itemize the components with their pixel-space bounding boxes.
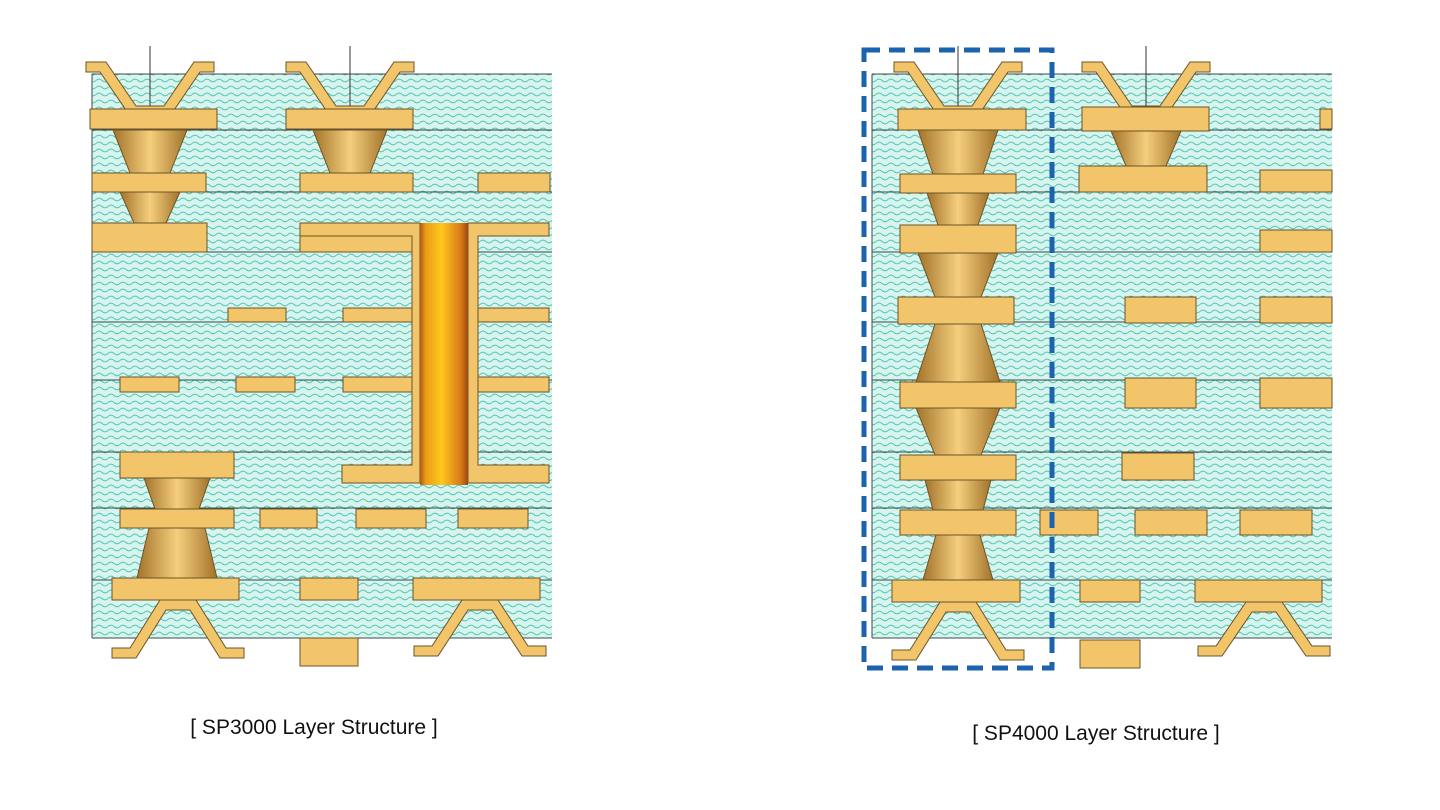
copper-pad [477,307,550,323]
copper-pad [342,307,413,323]
copper-pad [477,172,551,193]
surface-via-cup [891,601,1025,661]
copper-pad [355,508,427,529]
copper-pad [1259,377,1333,409]
surface-via-cup [413,599,547,657]
copper-pad [111,577,240,601]
copper-pad [1194,579,1323,603]
copper-pad [1259,229,1333,253]
copper-pad [899,173,1017,194]
copper-pad [1081,106,1210,132]
microvia [136,527,218,579]
copper-pad [342,376,413,393]
copper-pad [91,172,207,193]
copper-pad [899,381,1017,409]
copper-pad [119,508,235,529]
copper-pad [89,108,218,130]
copper-pad [119,376,180,393]
copper-pad [1121,452,1195,481]
surface-via-cup [893,61,1023,117]
copper-pad [119,451,235,479]
copper-pad [1039,509,1099,536]
copper-pad [477,376,550,393]
copper-pad [897,296,1015,325]
copper-pad [899,454,1017,481]
copper-pad [899,509,1017,536]
microvia [143,477,211,510]
microvia [1110,130,1182,167]
sp4000-caption: [ SP4000 Layer Structure ] [972,722,1220,745]
copper-pad [891,579,1021,603]
copper-pad [1319,108,1333,130]
copper-pad [1259,296,1333,324]
sp3000-layer-structure [85,46,552,667]
copper-pad [897,108,1027,131]
sp4000-layer-structure [861,46,1333,671]
copper-pad [91,222,208,253]
surface-via-cup [1081,61,1211,117]
through-hole-barrel [420,223,468,485]
copper-pad [1079,579,1141,603]
copper-pad [235,376,296,393]
copper-pad [299,577,359,601]
surface-via-cup [285,61,415,117]
copper-pad [1259,169,1333,193]
sp3000-caption: [ SP3000 Layer Structure ] [190,716,438,739]
copper-pad [457,508,529,529]
copper-pad [285,108,414,130]
copper-pad [1134,509,1208,536]
surface-via-cup [1197,601,1331,657]
copper-pad [1079,639,1141,669]
surface-via-cup [85,61,215,117]
copper-pad [299,172,414,193]
copper-pad [259,508,318,529]
copper-pad [1124,296,1197,324]
stacked-via-highlight-box [861,47,1055,671]
copper-pad [227,307,287,323]
copper-pad [1078,165,1208,193]
copper-pad [412,577,541,601]
copper-pad [1124,377,1197,409]
microvia [926,192,990,226]
surface-via-cup [111,599,245,659]
copper-pad [899,224,1017,254]
copper-pad [299,637,359,667]
copper-pad [1239,509,1313,536]
microvia [924,479,992,511]
